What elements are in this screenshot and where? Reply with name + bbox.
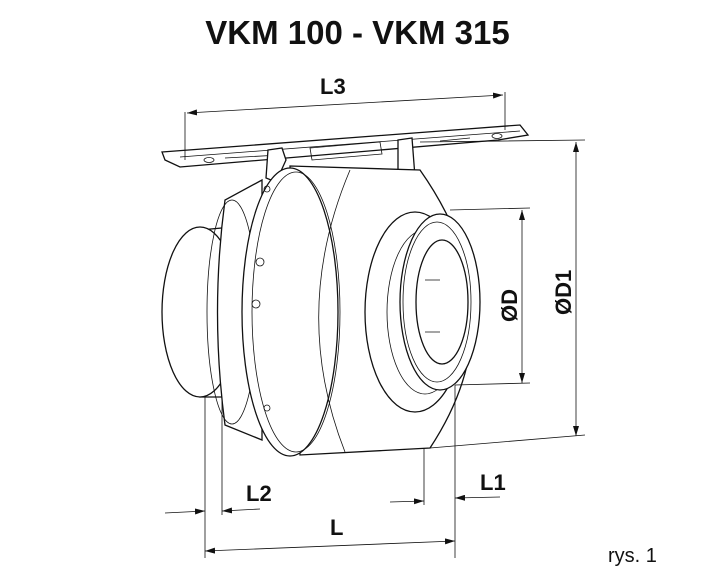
dim-label-d: ØD — [497, 289, 522, 322]
dim-label-l3: L3 — [320, 74, 346, 99]
mounting-bracket — [161, 124, 530, 199]
fan-body — [161, 165, 481, 457]
dimension-lines — [164, 92, 586, 558]
dim-label-l: L — [330, 515, 343, 540]
drawing-title: VKM 100 - VKM 315 — [205, 14, 510, 51]
figure-caption: rys. 1 — [608, 545, 657, 567]
dim-label-l1: L1 — [480, 470, 506, 495]
dim-label-l2: L2 — [246, 481, 272, 506]
dim-label-d1: ØD1 — [551, 270, 576, 315]
